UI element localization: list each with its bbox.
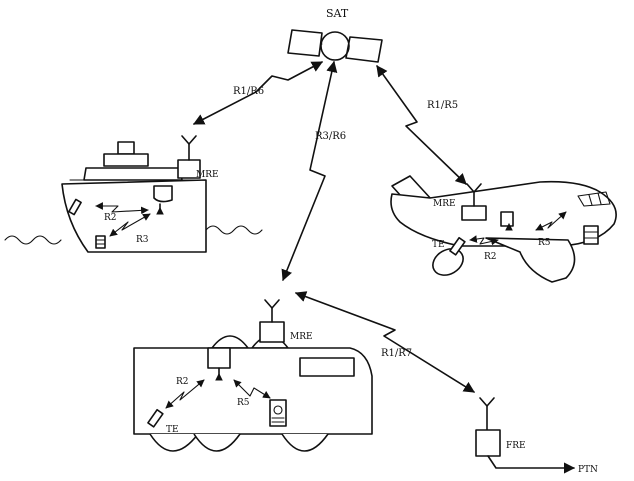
vehicle-roof-dome-1 xyxy=(212,336,248,348)
link-plane-label: R1/R5 xyxy=(427,100,458,111)
vehicle-wheel-rear-1 xyxy=(150,434,198,451)
fre-to-pstn-link xyxy=(488,456,574,468)
link-satellite-plane xyxy=(377,66,466,184)
vehicle-internal-unit xyxy=(208,348,230,368)
ship-mre-label: MRE xyxy=(196,170,219,180)
ship-antenna xyxy=(182,136,196,144)
ship-bridge xyxy=(104,154,148,166)
plane-terminal xyxy=(584,226,598,244)
vehicle-antenna xyxy=(265,300,279,308)
fre-label: FRE xyxy=(506,441,526,451)
sat-label: SAT xyxy=(326,7,349,20)
plane-mre-box xyxy=(462,206,486,220)
ship-r2-label: R2 xyxy=(104,213,117,223)
ship-water-left xyxy=(5,236,61,244)
vehicle-r5-label: R5 xyxy=(237,398,250,408)
ship-r3-label: R3 xyxy=(136,235,149,245)
satellite-left-panel xyxy=(288,30,322,56)
ship-terminal xyxy=(96,236,105,248)
plane-mre-label: MRE xyxy=(433,199,456,209)
vehicle-wheel-front xyxy=(282,434,328,451)
vehicle-mre-label: MRE xyxy=(290,332,313,342)
vehicle-wheel-rear-2 xyxy=(194,434,240,451)
link-satellite-vehicle xyxy=(283,62,334,280)
vehicle-mre-box xyxy=(260,322,284,342)
fre-antenna xyxy=(480,398,494,406)
satellite xyxy=(288,30,382,62)
ship-water-right xyxy=(206,226,262,234)
satellite-right-panel xyxy=(346,37,382,62)
plane-r2-label: R2 xyxy=(484,252,497,262)
link-vehicle-label: R3/R6 xyxy=(315,131,346,142)
link-ship-label: R1/R6 xyxy=(233,86,264,97)
vehicle-window xyxy=(300,358,354,376)
satellite-body xyxy=(321,32,349,60)
plane-internal-unit xyxy=(501,212,513,226)
vehicle-r2-label: R2 xyxy=(176,377,189,387)
link-fre-label: R1/R7 xyxy=(381,348,412,359)
fre-box xyxy=(476,430,500,456)
ship-hull xyxy=(62,180,206,252)
fixed-station xyxy=(476,398,574,468)
ship-internal-unit xyxy=(154,186,172,202)
plane-te-label: TE xyxy=(432,240,445,250)
airplane xyxy=(391,176,616,282)
vehicle-te-label: TE xyxy=(166,425,179,435)
ship-funnel xyxy=(118,142,134,154)
ship-upper-deck xyxy=(84,168,182,180)
plane-r5-label: R5 xyxy=(538,238,551,248)
pstn-label: PTN xyxy=(578,465,598,475)
ship xyxy=(5,136,262,252)
